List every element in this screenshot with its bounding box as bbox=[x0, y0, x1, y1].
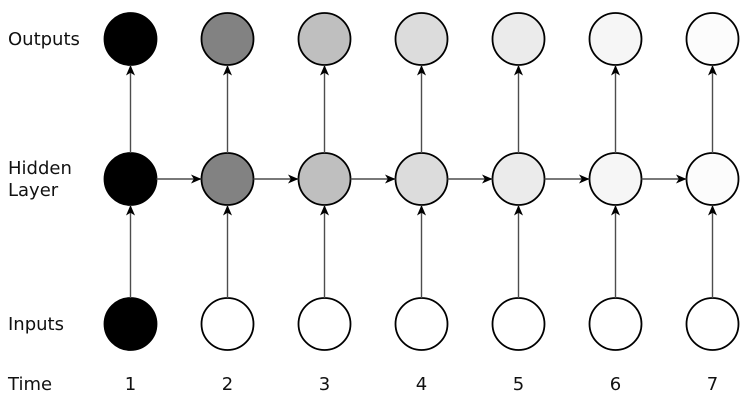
input-node-t1 bbox=[103, 297, 158, 351]
time-step-label-5: 5 bbox=[513, 374, 524, 395]
output-node-t1 bbox=[103, 12, 158, 66]
output-node-t5 bbox=[491, 12, 546, 66]
time-labels-layer: 1 2 3 4 5 6 7 bbox=[125, 374, 718, 395]
time-step-label-1: 1 bbox=[125, 374, 136, 395]
hidden-layer-label-line1: Hidden bbox=[8, 158, 72, 179]
output-node-t2 bbox=[200, 12, 255, 66]
output-node-t3 bbox=[297, 12, 352, 66]
input-node-t2 bbox=[200, 297, 255, 351]
time-step-label-3: 3 bbox=[319, 374, 330, 395]
time-step-label-7: 7 bbox=[707, 374, 718, 395]
time-step-label-6: 6 bbox=[610, 374, 621, 395]
time-step-label-4: 4 bbox=[416, 374, 427, 395]
nodes-layer bbox=[103, 12, 740, 351]
hidden-node-t5 bbox=[491, 152, 546, 206]
hidden-node-t7 bbox=[685, 152, 740, 206]
input-node-t3 bbox=[297, 297, 352, 351]
hidden-node-t3 bbox=[297, 152, 352, 206]
input-node-t5 bbox=[491, 297, 546, 351]
input-node-t6 bbox=[588, 297, 643, 351]
output-node-t6 bbox=[588, 12, 643, 66]
hidden-node-t6 bbox=[588, 152, 643, 206]
output-node-t4 bbox=[394, 12, 449, 66]
edges-layer bbox=[126, 65, 717, 298]
hidden-node-t1 bbox=[103, 152, 158, 206]
hidden-node-t2 bbox=[200, 152, 255, 206]
hidden-node-t4 bbox=[394, 152, 449, 206]
outputs-label: Outputs bbox=[8, 29, 80, 50]
hidden-layer-label-line2: Layer bbox=[8, 180, 59, 201]
time-axis-label: Time bbox=[7, 374, 52, 395]
input-node-t7 bbox=[685, 297, 740, 351]
inputs-label: Inputs bbox=[8, 314, 64, 335]
input-node-t4 bbox=[394, 297, 449, 351]
output-node-t7 bbox=[685, 12, 740, 66]
time-step-label-2: 2 bbox=[222, 374, 233, 395]
